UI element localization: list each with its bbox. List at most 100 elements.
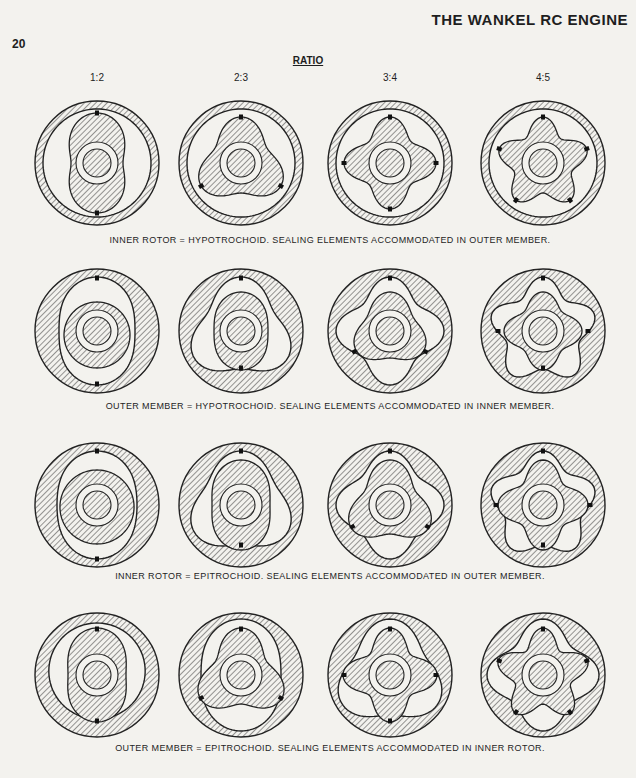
- outer-member: [328, 269, 452, 393]
- sealing-element: [278, 183, 284, 189]
- sealing-element: [567, 197, 573, 203]
- sealing-element: [422, 349, 428, 355]
- sealing-element: [388, 115, 392, 120]
- ratio-label: 2:3: [234, 72, 248, 83]
- shaft: [529, 661, 557, 689]
- sealing-element: [239, 115, 243, 120]
- sealing-element: [567, 709, 573, 715]
- sealing-element: [388, 627, 392, 632]
- shaft: [83, 661, 111, 689]
- sealing-element: [278, 695, 284, 701]
- inner-rotor: [344, 117, 436, 209]
- inner-rotor: [64, 302, 130, 368]
- row-caption: INNER ROTOR = HYPOTROCHOID. SEALING ELEM…: [107, 236, 552, 246]
- inner-rotor: [349, 460, 432, 537]
- sealing-element: [351, 349, 357, 355]
- gear-bore: [220, 484, 262, 526]
- inner-rotor: [499, 117, 587, 202]
- outer-member: [35, 269, 159, 393]
- gear-bore: [76, 484, 118, 526]
- gear-bore: [522, 654, 564, 696]
- shaft: [376, 491, 404, 519]
- sealing-element: [342, 161, 347, 165]
- ratio-label: 1:2: [90, 72, 104, 83]
- inner-rotor: [343, 628, 437, 722]
- sealing-element: [584, 146, 590, 151]
- sealing-element: [95, 719, 99, 724]
- outer-member: [179, 613, 303, 737]
- shaft: [529, 317, 557, 345]
- gear-bore: [220, 654, 262, 696]
- gear-bore: [220, 310, 262, 352]
- inner-rotor: [212, 460, 270, 550]
- sealing-element: [541, 115, 545, 120]
- shaft: [227, 149, 255, 177]
- outer-member: [481, 269, 605, 393]
- shaft: [376, 661, 404, 689]
- sealing-element: [541, 627, 545, 632]
- sealing-element: [494, 503, 499, 507]
- sealing-element: [388, 276, 392, 281]
- ratio-label: 3:4: [383, 72, 397, 83]
- outer-member: [35, 101, 159, 225]
- sealing-element: [584, 658, 590, 663]
- running-head: THE WANKEL RC ENGINE: [432, 12, 628, 29]
- outer-member: [179, 443, 303, 567]
- sealing-element: [541, 449, 545, 454]
- gear-bore: [369, 654, 411, 696]
- sealing-element: [95, 382, 99, 387]
- inner-rotor: [498, 628, 588, 715]
- sealing-element: [239, 627, 243, 632]
- outer-member: [179, 101, 303, 225]
- outer-member: [481, 101, 605, 225]
- sealing-element: [239, 276, 243, 281]
- sealing-element: [239, 543, 243, 548]
- gear-bore: [522, 142, 564, 184]
- gear-bore: [522, 310, 564, 352]
- sealing-element: [496, 329, 501, 333]
- outer-member: [328, 101, 452, 225]
- inner-rotor: [60, 470, 134, 544]
- sealing-element: [349, 524, 355, 530]
- sealing-element: [586, 329, 591, 333]
- ratio-heading: RATIO: [293, 55, 323, 66]
- gear-bore: [76, 310, 118, 352]
- outer-member: [481, 443, 605, 567]
- sealing-element: [388, 207, 392, 212]
- row-caption: OUTER MEMBER = EPITROCHOID. SEALING ELEM…: [113, 744, 547, 754]
- row-caption: OUTER MEMBER = HYPOTROCHOID. SEALING ELE…: [104, 402, 557, 412]
- outer-member: [179, 269, 303, 393]
- sealing-element: [513, 709, 519, 715]
- sealing-element: [198, 695, 204, 701]
- sealing-element: [95, 211, 99, 216]
- row-caption: INNER ROTOR = EPITROCHOID. SEALING ELEME…: [113, 572, 547, 582]
- gear-bore: [522, 484, 564, 526]
- shaft: [376, 317, 404, 345]
- inner-rotor: [504, 292, 582, 370]
- outer-member: [328, 443, 452, 567]
- sealing-element: [342, 673, 347, 677]
- outer-member: [35, 613, 159, 737]
- outer-member: [481, 613, 605, 737]
- sealing-element: [496, 658, 502, 663]
- sealing-element: [434, 161, 439, 165]
- shaft: [227, 491, 255, 519]
- sealing-element: [588, 503, 593, 507]
- inner-rotor: [68, 628, 126, 722]
- inner-rotor: [69, 113, 125, 213]
- gear-bore: [220, 142, 262, 184]
- page-number: 20: [12, 38, 25, 51]
- sealing-element: [434, 673, 439, 677]
- sealing-element: [95, 557, 99, 562]
- inner-rotor: [498, 460, 588, 550]
- sealing-element: [239, 449, 243, 454]
- sealing-element: [95, 111, 99, 116]
- shaft: [529, 149, 557, 177]
- ratio-label: 4:5: [536, 72, 550, 83]
- sealing-element: [513, 197, 519, 203]
- sealing-element: [541, 276, 545, 281]
- gear-bore: [76, 654, 118, 696]
- shaft: [83, 491, 111, 519]
- outer-member: [35, 443, 159, 567]
- inner-rotor: [198, 628, 284, 708]
